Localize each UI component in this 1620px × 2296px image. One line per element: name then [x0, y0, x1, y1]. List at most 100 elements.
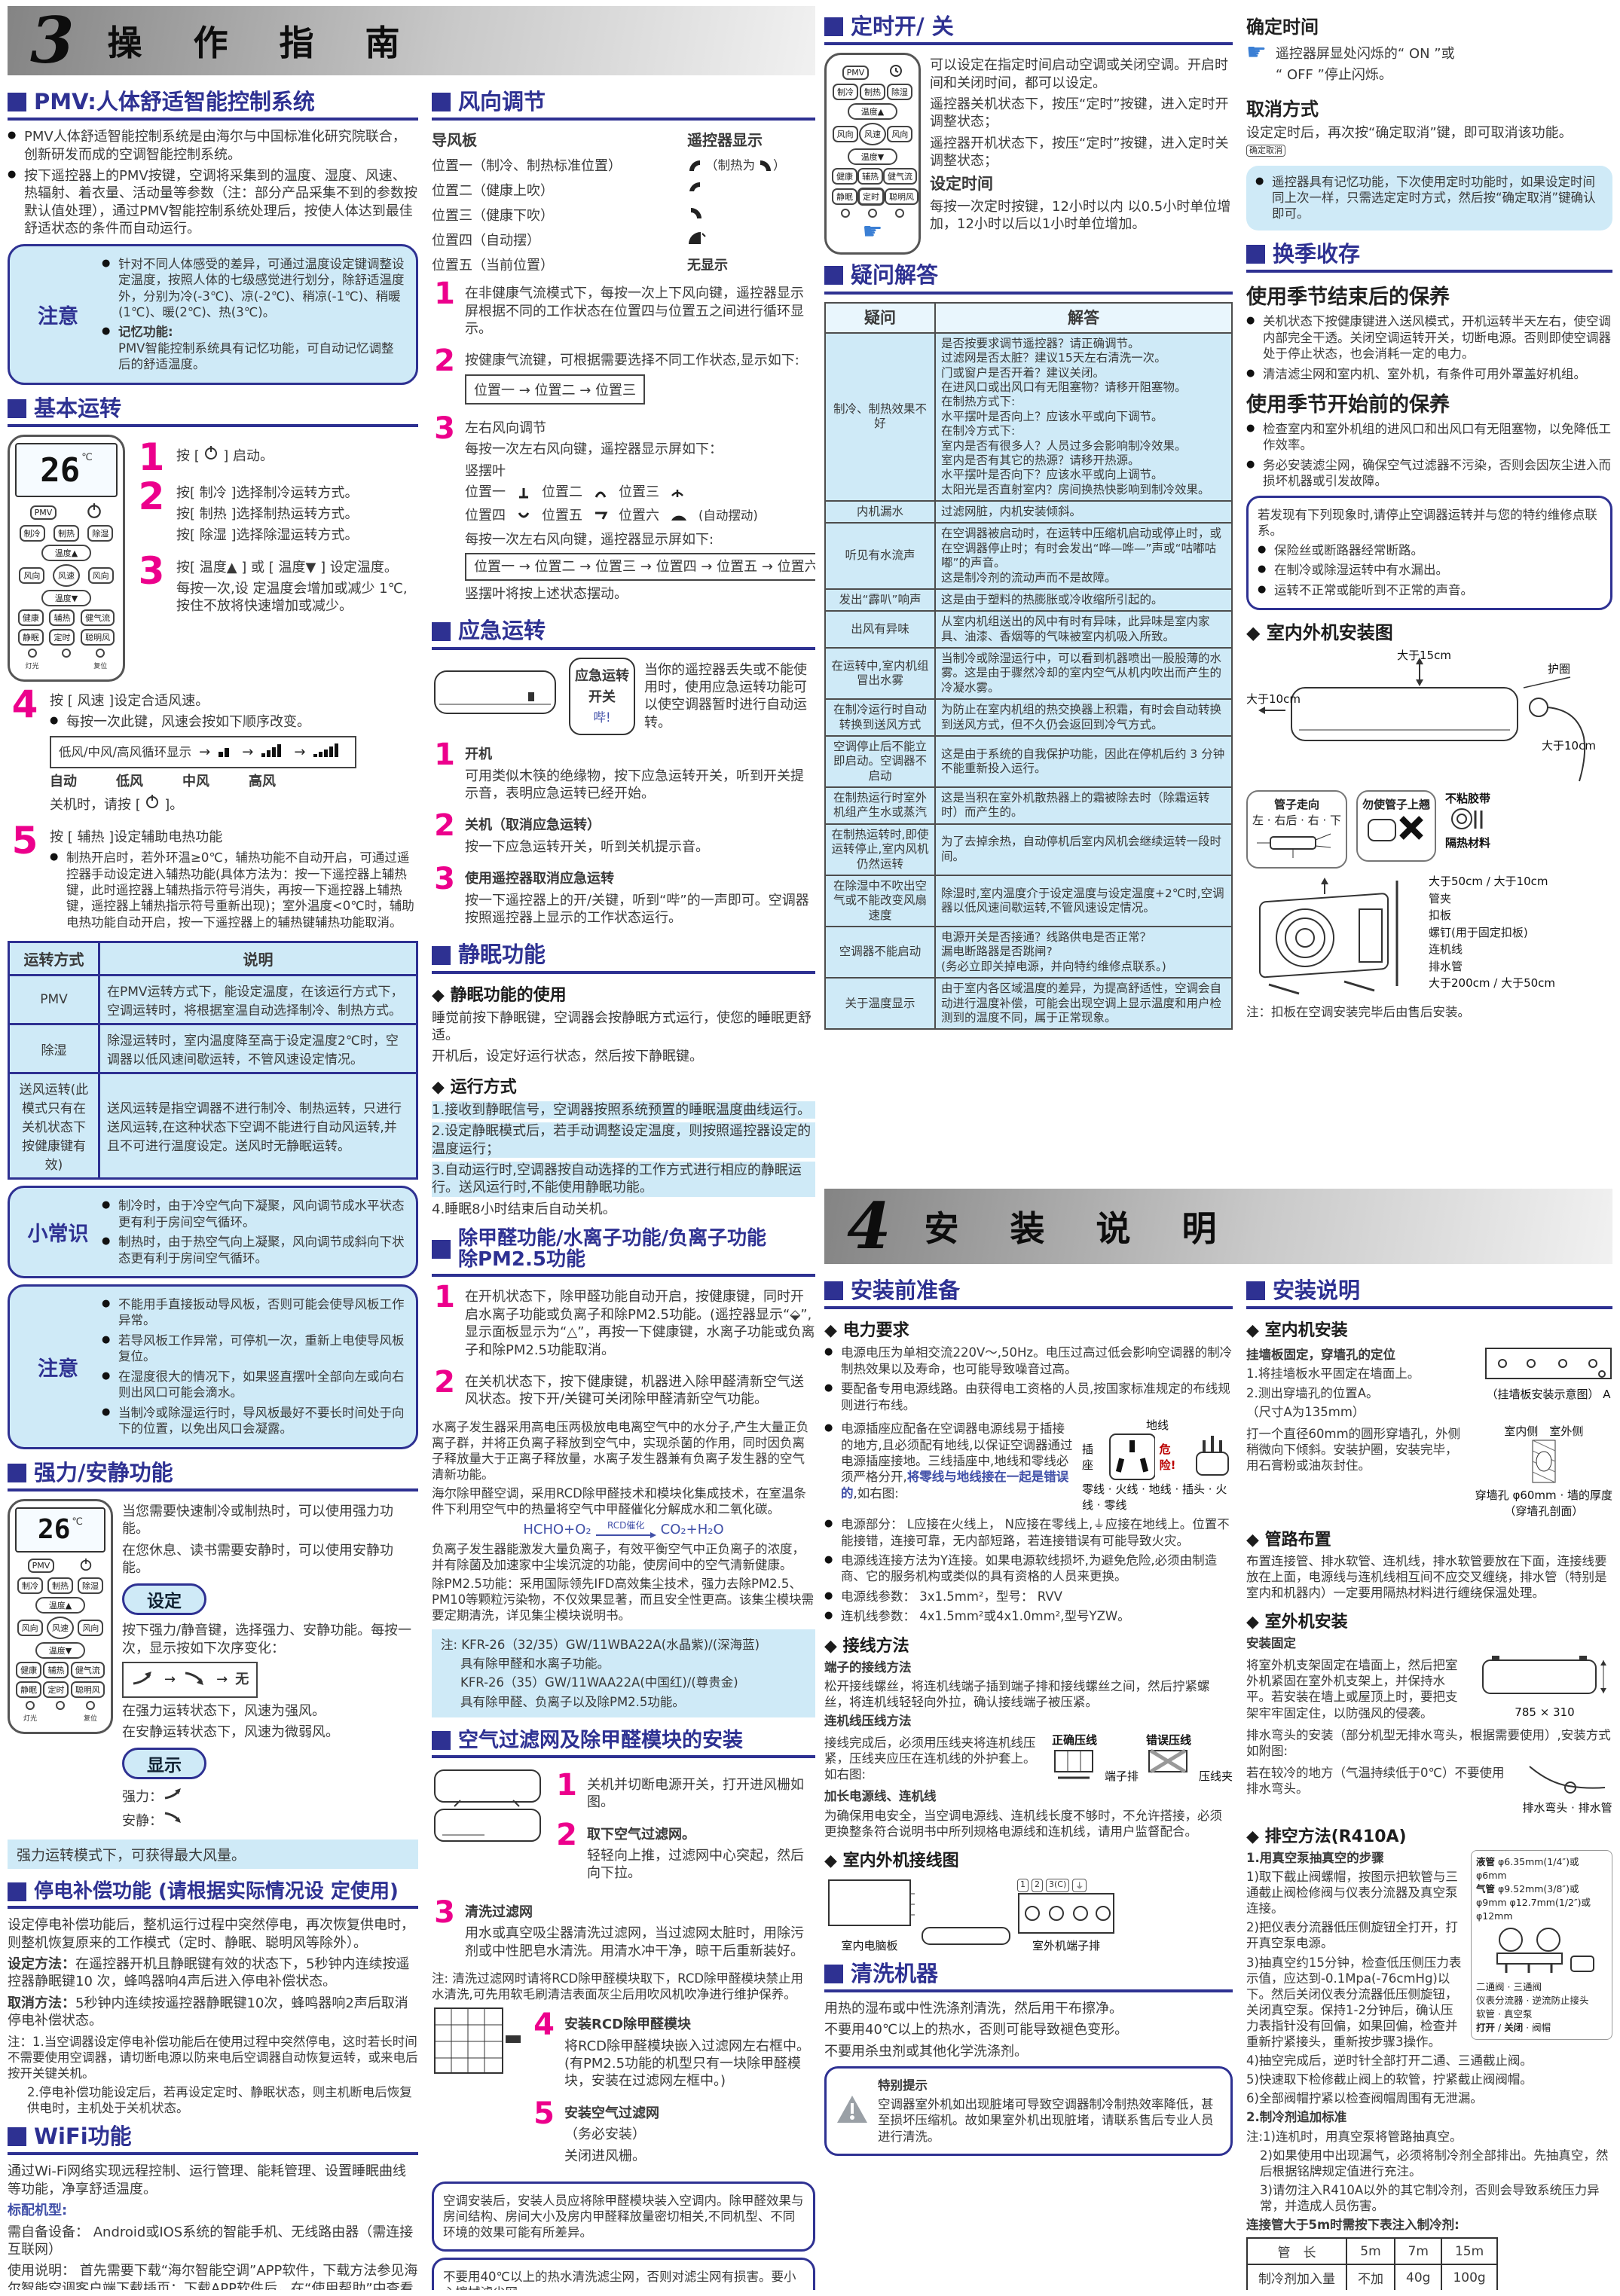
strong-strip: 强力运转模式下，可获得最大风量。	[8, 1840, 418, 1870]
filter-step-2: 2 取下空气过滤网。轻轻向上推，过滤网中心突起，然后向下拉。	[556, 1817, 804, 1882]
section-wifi: WiFi功能	[8, 2119, 418, 2156]
socket-text: 电源插座应配备在空调器电源线易于插接的地方,且必须配有地线,以保证空调器通过电源…	[824, 1421, 1073, 1501]
section-title: 定时开/ 关	[851, 14, 954, 39]
drain-pipe-label: 排水管	[1429, 959, 1463, 973]
swing-left-button: 风向	[17, 1619, 43, 1636]
reset-dot-button	[86, 1700, 95, 1710]
timer-icon	[889, 64, 903, 81]
temp-down-button: 温度▼	[35, 1641, 86, 1659]
louver-icon	[689, 160, 700, 171]
chapter-title: 安 装 说 明	[924, 1208, 1236, 1249]
sleep-button: 静眠	[832, 188, 857, 206]
dry-button: 除湿	[78, 1577, 103, 1594]
remote-control: 26℃ PMV 制冷制热除湿 温度▲ 风向风速风向 温度▼ 健康辅热健气流 静眠…	[8, 1498, 113, 1734]
arrow-icon: →	[216, 1672, 228, 1688]
mounting-plate-sketch	[1485, 1348, 1612, 1380]
fan-speed-button: 风速	[52, 564, 80, 588]
emergency-step-1: 1 开机可用类似木筷的绝缘物，按下应急运转开关，听到开关提示音，表明应急运转已经…	[434, 737, 804, 802]
display-pill: 显示	[122, 1748, 206, 1780]
aux-heat-button: 辅热	[49, 609, 75, 627]
qa-row: 出风有异味从室内机组送出的风中有时有异味，此异味是室内家具、油漆、香烟等的气味被…	[824, 610, 1233, 649]
install-diagram-header: ◆ 室内外机安装图	[1246, 622, 1393, 644]
health-air-button: 健气流	[70, 1661, 105, 1678]
mode-name: PMV	[8, 974, 100, 1026]
wind-step-2: 2 按健康气流键，可根据需要选择不同工作状态,显示如下: 位置一 → 位置二 →…	[432, 346, 815, 408]
section-title: 风向调节	[458, 89, 546, 114]
section-marker	[432, 1239, 451, 1259]
section-cleaning: 清洗机器	[824, 1956, 1233, 1993]
right-bottom-columns: 安装前准备 ◆ 电力要求 电源电压为单相交流220V～,50Hz。电压过高过低会…	[824, 1270, 1612, 2290]
power-req-header: ◆ 电力要求	[824, 1321, 909, 1341]
remote-display: 26℃	[15, 443, 118, 498]
cover-plate-note: 注：扣板在空调安装完毕后由售后安装。	[1246, 1005, 1470, 1020]
section-title: PMV:人体舒适智能控制系统	[34, 89, 315, 114]
wiring-diagram: 室内电脑板 1 2 3(C) ⏚ 室外机端子排	[824, 1874, 1233, 1953]
sleep-button: 静眠	[17, 629, 44, 646]
fan-speed-labels: 自动低风中风高风	[50, 773, 276, 789]
qa-row: 听见有水流声在空调器被启动时，在运转中压缩机启动或停止时，或在空调器停止时；有时…	[824, 522, 1233, 590]
qa-answer: 这是当积在室外机散热器上的霜被除去时（除霜运转时）而产生的。	[934, 786, 1233, 825]
sleep-mode-header: ◆ 运行方式	[432, 1077, 517, 1097]
vertical-cycle: 位置一 → 位置二 → 位置三 → 位置四 → 位置五 → 位置六	[465, 552, 815, 581]
vane-icon	[595, 511, 608, 520]
section-title: 强力/安静功能	[34, 1459, 173, 1485]
special-tip-box: 特别提示 空调器室外机如出现脏堵可导致空调器制冷制热效率降低，甚至损坏压缩机。故…	[824, 2066, 1233, 2156]
notice-item: 记忆功能:PMV智能控制系统具有记忆功能，可自动记忆调整后的舒适温度。	[102, 324, 405, 372]
arrow-icon: →	[199, 743, 211, 760]
cool-button: 制冷	[833, 84, 858, 101]
fan-mid-icon	[261, 743, 286, 762]
section-marker	[432, 621, 451, 641]
pmv-bullet: PMV人体舒适智能控制系统是由海尔与中国标准化研究院联合，创新研发而成的空调智能…	[8, 128, 418, 163]
left-columns: PMV:人体舒适智能控制系统 PMV人体舒适智能控制系统是由海尔与中国标准化研究…	[8, 81, 815, 2290]
wall-hole-figure: 室内侧 室外侧 穿墙孔 φ60mm · 墙的厚度 （穿墙孔剖面）	[1475, 1424, 1612, 1518]
none-label: 无	[235, 1672, 249, 1688]
heat-button: 制热	[53, 525, 79, 542]
strong-icon	[131, 1669, 157, 1690]
refrigerant-amount-header: 制冷剂加入量	[1246, 2264, 1347, 2290]
piping-header: ◆ 管路布置	[1246, 1530, 1331, 1549]
dot-button	[61, 649, 71, 658]
emergency-step-2: 2 关机（取消应急运转）按一下应急运转开关，听到关机提示音。	[434, 808, 709, 855]
mode-desc: 在PMV运转方式下，能设定温度，在该运行方式下，空调运转时，将根据室温自动选择制…	[98, 974, 418, 1026]
louver-header: 导风板	[432, 131, 477, 150]
section-install-prep: 安装前准备	[824, 1273, 1233, 1310]
strong-cycle: → → 无	[122, 1662, 258, 1698]
power-off-line: 关机时，请按 [ ]。	[50, 795, 184, 814]
health-button: 健康	[16, 1661, 42, 1678]
dot-button	[868, 209, 877, 218]
step-number: 4	[11, 682, 38, 727]
cancel-mode-header: 取消方式	[1246, 98, 1319, 120]
position-1: 位置一（制冷、制热标准位置）	[432, 158, 622, 175]
qa-row: 关于温度显示由于室内各区域温度的差异，为提高舒适性，空调会自动进行温度补偿，可能…	[824, 977, 1233, 1030]
notice-label: 注意	[38, 304, 78, 328]
temp-up-button: 温度▲	[847, 103, 898, 121]
indoor-unit-sketch	[1258, 658, 1586, 782]
outdoor-install-header: ◆ 室外机安装	[1246, 1613, 1348, 1632]
wifi-models-label: 标配机型:	[8, 2203, 68, 2219]
arrow-icon: →	[294, 743, 306, 760]
qa-answer: 这是由于塑料的热膨胀或冷收缩所引起的。	[934, 588, 1233, 612]
notice-label: 注意	[38, 1357, 78, 1381]
plug-sketch	[1196, 1436, 1230, 1476]
fan-high-icon	[313, 743, 347, 762]
section-wind: 风向调节	[432, 84, 815, 121]
timer-button: 定时	[43, 1681, 69, 1698]
reset-dot-button	[895, 209, 904, 218]
section-sleep: 静眠功能	[432, 937, 815, 974]
section-title: 清洗机器	[851, 1960, 939, 1986]
pmv-bullet: 按下遥控器上的PMV按键，空调将采集到的温度、湿度、风速、热辐射、着衣量、活动量…	[8, 167, 418, 238]
louver-swing-icon	[689, 231, 706, 244]
hand-pointer-icon: ☛	[1246, 39, 1267, 66]
cool-button: 制冷	[17, 1577, 43, 1594]
position-5: 位置五（当前位置）	[432, 258, 554, 274]
notice-item: 针对不同人体感受的差异，可通过温度设定键调整设定温度，按照人体的七级感觉进行划分…	[102, 256, 405, 321]
left-half: 3 操 作 指 南 PMV:人体舒适智能控制系统 PMV人体舒适智能控制系统是由…	[8, 6, 815, 2290]
model-note-box: 注: KFR-26（32/35）GW/11WBA22A(水晶紫)/(深海蓝) 具…	[432, 1629, 815, 1717]
chapter-title: 操 作 指 南	[107, 23, 420, 63]
hand-pointer-icon: ☛	[862, 218, 883, 246]
installer-note-box: 空调安装后，安装人员应将除甲醛模块装入空调内。除甲醛效果与房间结构、房间大小及房…	[432, 2181, 815, 2252]
temp-down-button: 温度▼	[41, 590, 92, 607]
qa-answer: 电源开关是否接通？线路供电是否正常？ 漏电断路器是否跳闸? (务必立即关掉电源，…	[934, 925, 1233, 979]
